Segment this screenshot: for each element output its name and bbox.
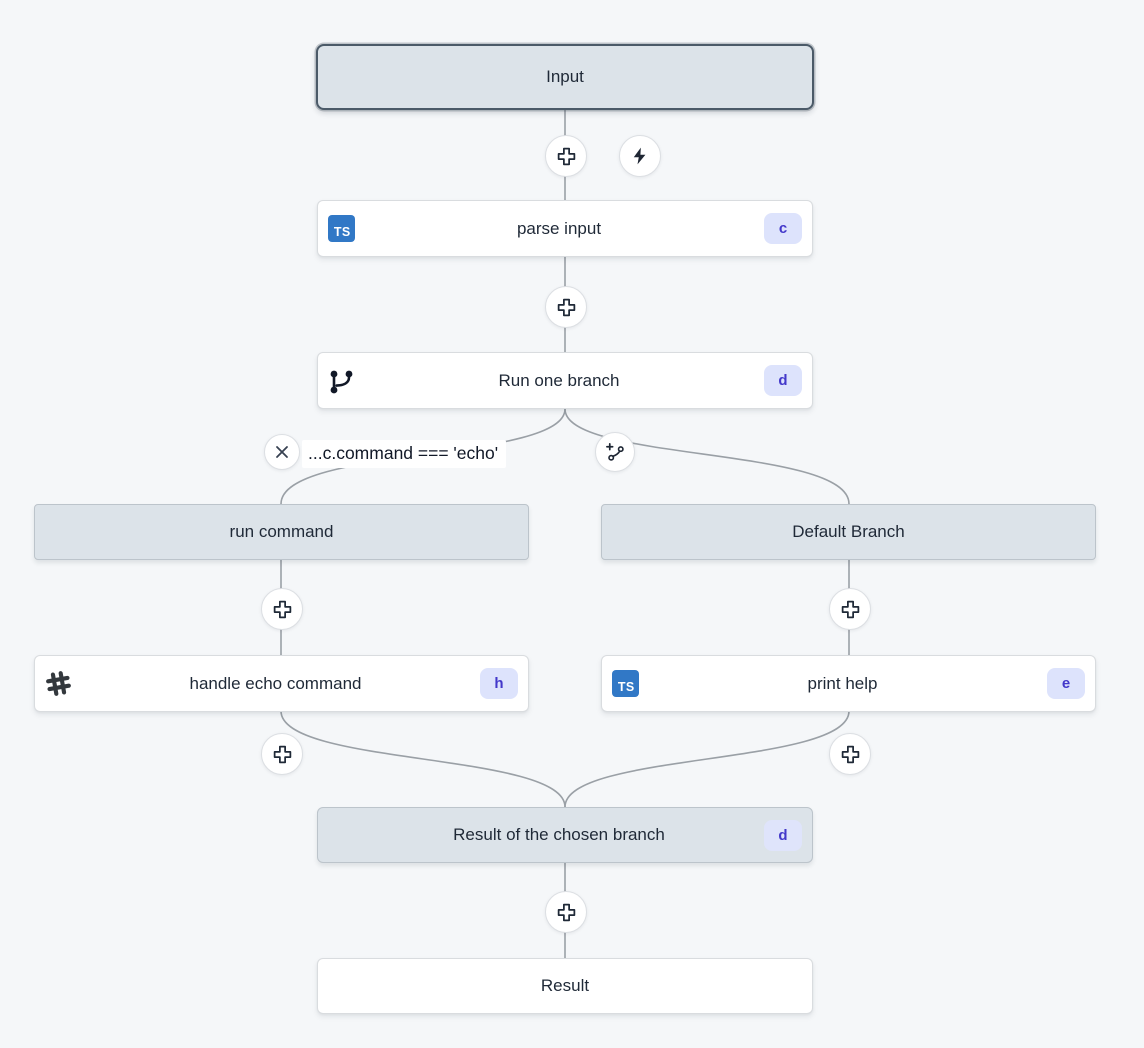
step-id-badge: h	[480, 668, 518, 699]
add-step-button[interactable]	[261, 588, 303, 630]
git-branch-icon	[330, 370, 353, 393]
node-handle-echo-command[interactable]: handle echo command h	[34, 655, 529, 712]
node-input[interactable]: Input	[316, 44, 814, 110]
add-step-button[interactable]	[545, 286, 587, 328]
add-step-button[interactable]	[829, 588, 871, 630]
plus-cross-icon	[557, 147, 575, 165]
plus-cross-icon	[557, 903, 575, 921]
node-result-chosen-label: Result of the chosen branch	[453, 825, 665, 844]
node-run-one-branch-label: Run one branch	[498, 370, 620, 390]
plus-cross-icon	[273, 745, 291, 763]
node-handle-echo-label: handle echo command	[189, 673, 362, 693]
branch-header-default[interactable]: Default Branch	[601, 504, 1096, 560]
add-branch-icon	[605, 442, 624, 461]
branch-condition-label: ...c.command === 'echo'	[302, 440, 507, 468]
plus-cross-icon	[841, 600, 859, 618]
edge-printhelp-result	[564, 710, 850, 808]
trigger-button[interactable]	[619, 135, 661, 177]
node-print-help-label: print help	[807, 673, 878, 693]
typescript-icon: TS	[327, 215, 355, 242]
plus-cross-icon	[557, 298, 575, 316]
node-parse-input[interactable]: TS parse input c	[317, 200, 813, 257]
add-step-button[interactable]	[545, 891, 587, 933]
add-step-button[interactable]	[261, 733, 303, 775]
remove-branch-button[interactable]	[264, 434, 300, 470]
node-result-of-chosen-branch[interactable]: Result of the chosen branch d	[317, 807, 813, 863]
step-id-badge: e	[1047, 668, 1085, 699]
node-result-label: Result	[540, 976, 590, 995]
plus-cross-icon	[841, 745, 859, 763]
node-run-one-branch[interactable]: Run one branch d	[317, 352, 813, 409]
slack-hash-icon	[45, 671, 71, 696]
add-branch-button[interactable]	[595, 432, 635, 472]
edge-branch-default	[564, 408, 850, 505]
plus-cross-icon	[273, 600, 291, 618]
close-icon	[276, 446, 288, 458]
typescript-icon: TS	[611, 670, 639, 697]
node-input-label: Input	[546, 67, 584, 86]
node-result[interactable]: Result	[317, 958, 813, 1014]
branch-run-command-label: run command	[229, 522, 334, 541]
step-id-badge: d	[764, 365, 802, 396]
step-id-badge: d	[764, 819, 802, 851]
step-id-badge: c	[764, 213, 802, 244]
add-step-button[interactable]	[545, 135, 587, 177]
node-parse-input-label: parse input	[516, 218, 602, 238]
branch-default-label: Default Branch	[792, 522, 905, 541]
branch-header-run-command[interactable]: run command	[34, 504, 529, 560]
node-print-help[interactable]: TS print help e	[601, 655, 1096, 712]
lightning-icon	[633, 147, 646, 165]
edge-echo-result	[280, 710, 566, 808]
add-step-button[interactable]	[829, 733, 871, 775]
